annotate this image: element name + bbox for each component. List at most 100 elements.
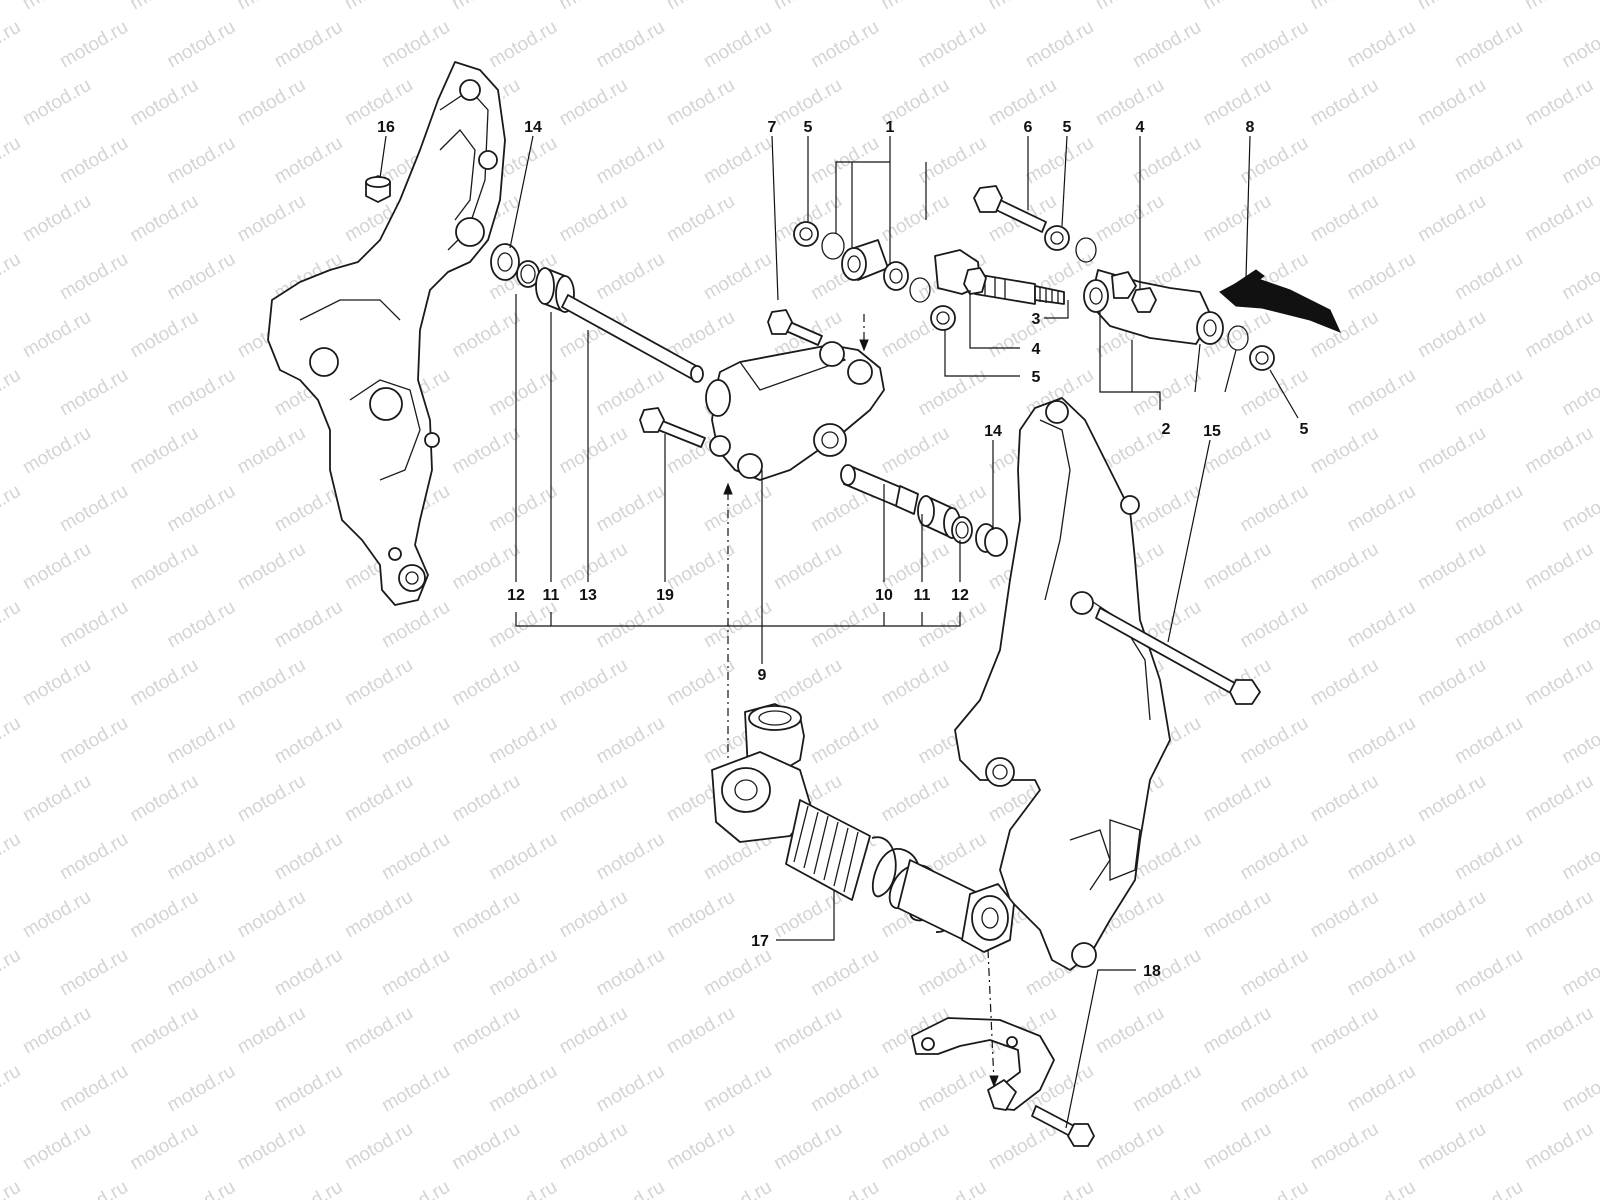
watermark-text: motod.ru	[807, 597, 882, 653]
watermark-text: motod.ru	[593, 481, 668, 537]
washer-5d	[1249, 345, 1275, 371]
watermark-text: motod.ru	[556, 0, 631, 14]
watermark-text: motod.ru	[1129, 1061, 1204, 1117]
watermark-text: motod.ru	[0, 1061, 24, 1117]
watermark-text: motod.ru	[0, 365, 24, 421]
watermark-text: motod.ru	[915, 597, 990, 653]
watermark-text: motod.ru	[663, 887, 738, 943]
watermark-text: motod.ru	[593, 1061, 668, 1117]
watermark-text: motod.ru	[1344, 249, 1419, 305]
watermark-text: motod.ru	[1559, 365, 1600, 421]
watermark-text: motod.ru	[593, 713, 668, 769]
watermark-text: motod.ru	[1237, 133, 1312, 189]
watermark-text: motod.ru	[0, 945, 24, 1001]
watermark-text: motod.ru	[378, 945, 453, 1001]
watermark-text: motod.ru	[556, 423, 631, 479]
watermark-text: motod.ru	[19, 1003, 94, 1059]
watermark-text: motod.ru	[271, 945, 346, 1001]
callout-2: 2	[1162, 421, 1171, 438]
watermark-text: motod.ru	[449, 307, 524, 363]
watermark-text: motod.ru	[1522, 75, 1597, 131]
watermark-text: motod.ru	[378, 713, 453, 769]
watermark-text: motod.ru	[0, 481, 24, 537]
watermark-text: motod.ru	[56, 945, 131, 1001]
watermark-text: motod.ru	[1022, 133, 1097, 189]
callout-8: 8	[1246, 119, 1255, 136]
watermark-text: motod.ru	[19, 539, 94, 595]
watermark-text: motod.ru	[878, 771, 953, 827]
watermark-text: motod.ru	[486, 365, 561, 421]
watermark-text: motod.ru	[486, 481, 561, 537]
watermark-text: motod.ru	[56, 713, 131, 769]
bushing-14-right	[975, 523, 1008, 557]
watermark-text: motod.ru	[127, 771, 202, 827]
watermark-text: motod.ru	[1344, 133, 1419, 189]
watermark-text: motod.ru	[0, 597, 24, 653]
watermark-text: motod.ru	[1414, 887, 1489, 943]
watermark-text: motod.ru	[1451, 249, 1526, 305]
watermark-text: motod.ru	[1200, 539, 1275, 595]
watermark-text: motod.ru	[1451, 133, 1526, 189]
watermark-text: motod.ru	[449, 0, 524, 14]
watermark-text: motod.ru	[1559, 133, 1600, 189]
watermark-text: motod.ru	[271, 829, 346, 885]
callout-12-left: 12	[507, 587, 525, 604]
watermark-text: motod.ru	[1092, 0, 1167, 14]
watermark-text: motod.ru	[378, 17, 453, 73]
watermark-text: motod.ru	[449, 655, 524, 711]
watermark-text: motod.ru	[1559, 597, 1600, 653]
callout-12-right: 12	[951, 587, 969, 604]
watermark-text: motod.ru	[234, 539, 309, 595]
watermark-text: motod.ru	[1092, 1119, 1167, 1175]
watermark-text: motod.ru	[234, 1003, 309, 1059]
watermark-text: motod.ru	[56, 597, 131, 653]
circlip-1a	[821, 232, 845, 260]
callout-1: 1	[886, 119, 895, 136]
watermark-text: motod.ru	[234, 887, 309, 943]
watermark-text: motod.ru	[56, 249, 131, 305]
watermark-text: motod.ru	[1237, 1177, 1312, 1200]
watermark-text: motod.ru	[593, 17, 668, 73]
watermark-text: motod.ru	[1559, 713, 1600, 769]
watermark-text: motod.ru	[0, 249, 24, 305]
watermark-text: motod.ru	[56, 829, 131, 885]
watermark-text: motod.ru	[878, 655, 953, 711]
watermark-text: motod.ru	[915, 945, 990, 1001]
bushing-1	[841, 239, 889, 281]
callout-14-left: 14	[524, 119, 542, 136]
watermark-text: motod.ru	[1237, 481, 1312, 537]
watermark-text: motod.ru	[663, 655, 738, 711]
watermark-text: motod.ru	[1237, 945, 1312, 1001]
watermark-text: motod.ru	[271, 597, 346, 653]
watermark-text: motod.ru	[1237, 713, 1312, 769]
watermark-text: motod.ru	[1129, 945, 1204, 1001]
watermark-text: motod.ru	[556, 75, 631, 131]
watermark-text: motod.ru	[19, 75, 94, 131]
watermark-text: motod.ru	[0, 1177, 24, 1200]
watermark-text: motod.ru	[127, 307, 202, 363]
watermark-text: motod.ru	[19, 1119, 94, 1175]
circlip-2a	[1075, 237, 1097, 263]
watermark-text: motod.ru	[56, 17, 131, 73]
callout-6: 6	[1024, 119, 1033, 136]
seal-12-right	[951, 516, 973, 544]
watermark-text: motod.ru	[271, 1177, 346, 1200]
watermark-text: motod.ru	[700, 481, 775, 537]
watermark-text: motod.ru	[341, 1003, 416, 1059]
watermark-text: motod.ru	[341, 887, 416, 943]
callout-17: 17	[751, 933, 769, 950]
right-bracket	[954, 397, 1171, 971]
watermark-text: motod.ru	[915, 1177, 990, 1200]
watermark-text: motod.ru	[1344, 945, 1419, 1001]
callout-7: 7	[768, 119, 777, 136]
watermark-text: motod.ru	[985, 1119, 1060, 1175]
watermark-text: motod.ru	[700, 1061, 775, 1117]
watermark-text: motod.ru	[556, 655, 631, 711]
watermark-text: motod.ru	[1237, 365, 1312, 421]
watermark-text: motod.ru	[486, 829, 561, 885]
callout-11-right: 11	[914, 587, 931, 604]
watermark-text: motod.ru	[878, 539, 953, 595]
watermark-text: motod.ru	[486, 713, 561, 769]
watermark-text: motod.ru	[449, 1119, 524, 1175]
watermark-text: motod.ru	[1307, 191, 1382, 247]
